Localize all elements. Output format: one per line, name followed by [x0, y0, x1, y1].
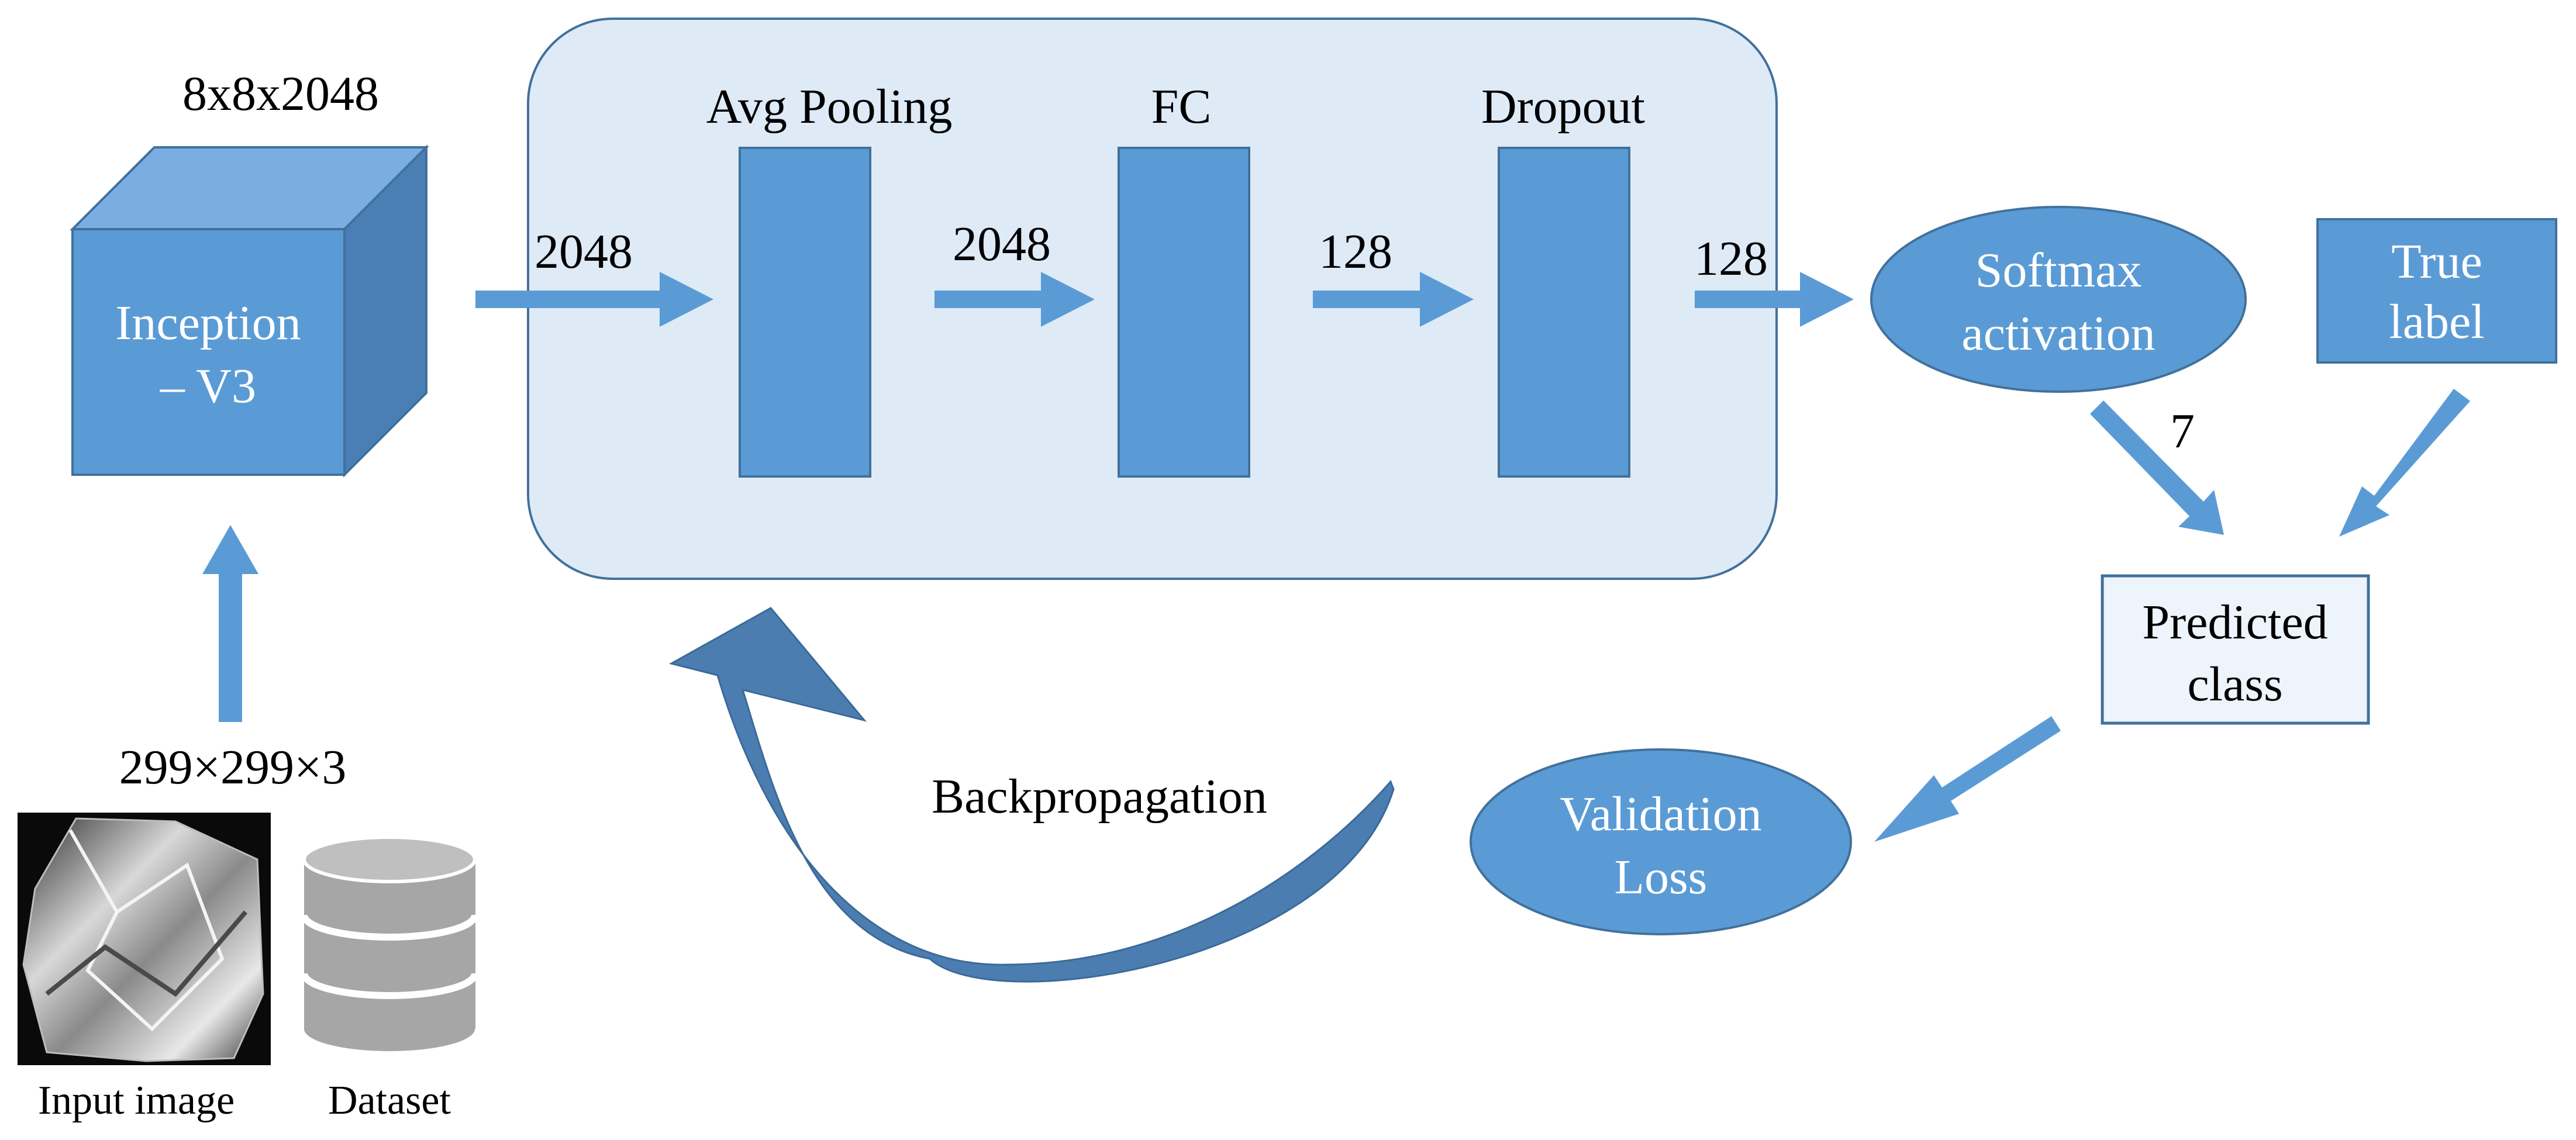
- database-band-2: [301, 973, 478, 999]
- dataset-caption: Dataset: [328, 1078, 451, 1123]
- arrow-pool-to-fc: [934, 272, 1095, 327]
- fc-layer: [1118, 147, 1250, 478]
- true-label-line1: True: [2391, 234, 2482, 289]
- input-to-inception-arrow: [202, 525, 258, 722]
- arrow-predicted-to-validation: [1874, 716, 2061, 842]
- dropout-label: Dropout: [1481, 80, 1645, 134]
- softmax-label-line2: activation: [1961, 306, 2155, 361]
- database-bottom: [304, 1007, 475, 1051]
- validation-label-line1: Validation: [1560, 787, 1761, 841]
- fc-label: FC: [1151, 80, 1212, 134]
- backpropagation-arrow: [668, 607, 1395, 983]
- validation-loss-node: [1470, 748, 1852, 935]
- arrow-fc-to-dropout: [1313, 272, 1474, 327]
- pool-to-fc-dim: 2048: [953, 217, 1051, 271]
- database-top: [302, 835, 477, 883]
- avg-pooling-label: Avg Pooling: [706, 80, 953, 134]
- predicted-class-box: [2101, 574, 2370, 725]
- inception-label-line1: Inception: [115, 296, 301, 350]
- inception-output-dims: 8x8x2048: [182, 67, 379, 121]
- database-icon: [301, 835, 478, 1051]
- dropout-layer: [1498, 147, 1630, 478]
- arrow-truelabel-to-predicted: [2339, 389, 2470, 537]
- input-image-caption: Input image: [38, 1078, 235, 1123]
- softmax-label-line1: Softmax: [1975, 243, 2142, 298]
- softmax-activation-node: [1870, 206, 2247, 393]
- input-dims-label: 299×299×3: [119, 740, 347, 794]
- input-image-shadow-lines: [45, 910, 248, 997]
- predicted-class-line2: class: [2187, 657, 2282, 711]
- cube-front-face: [71, 228, 346, 476]
- input-image: [18, 813, 271, 1065]
- backpropagation-label: Backpropagation: [932, 769, 1267, 824]
- input-image-fold-lines: [68, 829, 225, 1032]
- inception-v3-block: Inception – V3: [70, 144, 429, 478]
- head-output-dim: 128: [1694, 232, 1768, 286]
- database-band-1: [301, 914, 478, 941]
- arrow-to-softmax: [1695, 272, 1854, 327]
- fc-to-dropout-dim: 128: [1319, 224, 1392, 279]
- predicted-class-line1: Predicted: [2142, 595, 2327, 650]
- head-input-dim: 2048: [534, 224, 633, 279]
- avg-pooling-layer: [739, 147, 871, 478]
- arrow-softmax-to-predicted: [2090, 400, 2224, 535]
- softmax-output-count: 7: [2170, 404, 2195, 458]
- arrow-into-avg-pooling: [475, 272, 713, 327]
- inception-label-line2: – V3: [160, 359, 256, 413]
- input-image-crumpled-object: [22, 817, 264, 1062]
- true-label-box: [2316, 218, 2557, 364]
- database-body: [304, 859, 475, 1029]
- true-label-line2: label: [2389, 295, 2484, 349]
- validation-label-line2: Loss: [1615, 850, 1708, 904]
